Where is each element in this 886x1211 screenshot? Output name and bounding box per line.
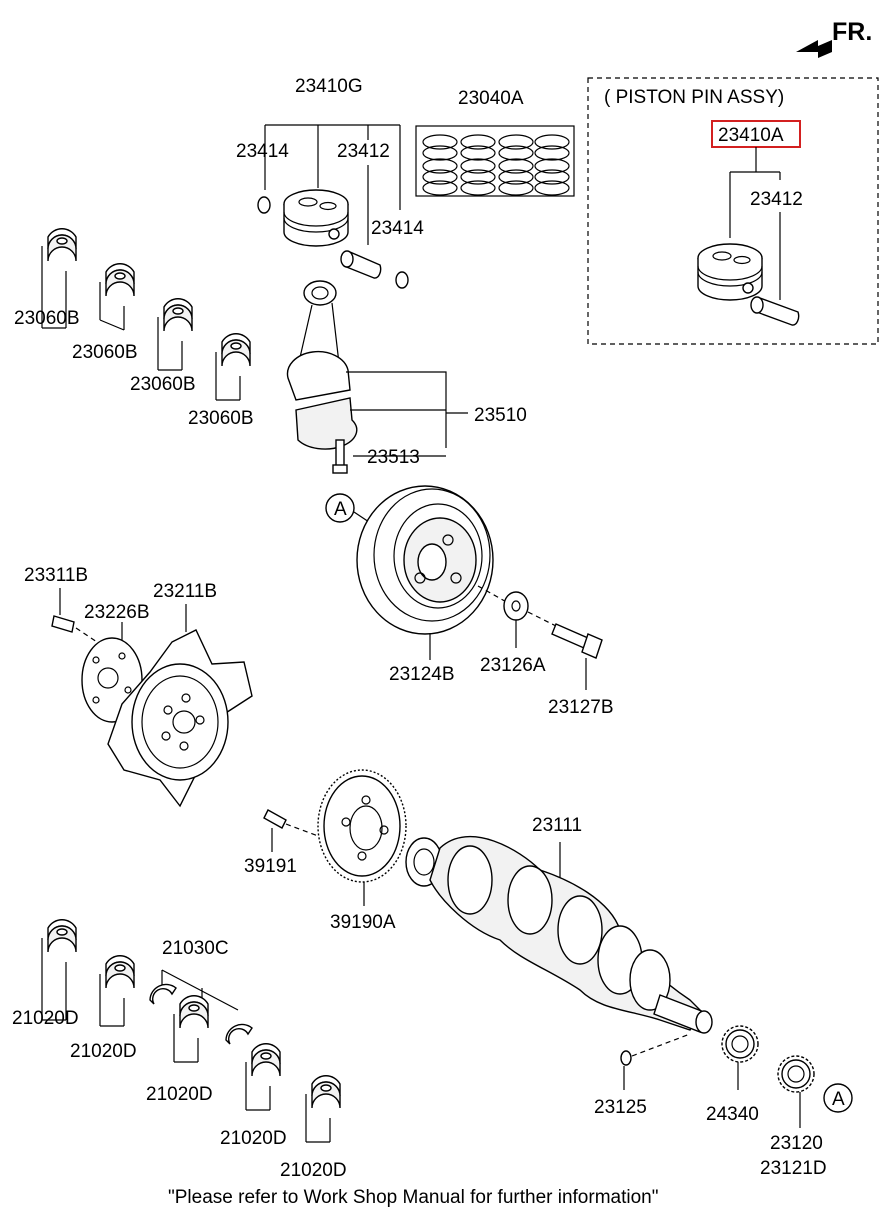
drive-plate-bolt-icon [51, 615, 75, 633]
part-label-23226B[interactable]: 23226B [84, 602, 150, 623]
piston-pin-assy-title: ( PISTON PIN ASSY) [604, 87, 784, 108]
footer-note: "Please refer to Work Shop Manual for fu… [168, 1187, 658, 1208]
piston-ring-set-box [415, 125, 575, 197]
part-label-21020D-4[interactable]: 21020D [220, 1128, 287, 1149]
piston-pin-icon [340, 250, 382, 279]
piston-icon [283, 189, 349, 247]
callout-a-label-2: A [832, 1089, 845, 1110]
piston-pin-assy-box [587, 77, 879, 345]
part-label-24340[interactable]: 24340 [706, 1104, 759, 1125]
ring-gear-bolt-icon [263, 809, 287, 829]
pulley-bolt-icon [551, 623, 603, 659]
part-label-23124B[interactable]: 23124B [389, 664, 455, 685]
crankshaft-sprocket-icon [721, 1025, 759, 1063]
part-label-23211B[interactable]: 23211B [153, 581, 217, 602]
timing-sprocket-icon [777, 1055, 815, 1093]
front-direction-label: FR. [832, 18, 872, 46]
snap-ring-left-icon [257, 196, 271, 214]
rod-bolt-icon [332, 439, 348, 474]
part-label-23060B-2[interactable]: 23060B [72, 342, 138, 363]
part-label-23510[interactable]: 23510 [474, 405, 527, 426]
part-label-23410A[interactable]: 23410A [718, 125, 784, 146]
part-label-23060B-3[interactable]: 23060B [130, 374, 196, 395]
part-label-23410G[interactable]: 23410G [295, 76, 363, 97]
part-label-23125[interactable]: 23125 [594, 1097, 647, 1118]
part-label-23127B[interactable]: 23127B [548, 697, 614, 718]
ring-gear-icon [317, 769, 407, 883]
connecting-rod-icon [286, 280, 358, 450]
part-label-21020D-1[interactable]: 21020D [12, 1008, 79, 1029]
drive-plate-icon [107, 629, 253, 808]
piston-assy-icon [697, 243, 800, 326]
pulley-washer-icon [503, 591, 529, 621]
piston-ring-set-icon [422, 134, 570, 196]
part-label-39191[interactable]: 39191 [244, 856, 297, 877]
callout-a-circle-1 [325, 493, 355, 523]
part-label-21020D-5[interactable]: 21020D [280, 1160, 347, 1181]
snap-ring-right-icon [395, 271, 409, 289]
woodruff-key-icon [620, 1050, 632, 1066]
part-label-23412-b[interactable]: 23412 [750, 189, 803, 210]
part-label-39190A[interactable]: 39190A [330, 912, 396, 933]
part-label-23126A[interactable]: 23126A [480, 655, 546, 676]
part-label-21020D-3[interactable]: 21020D [146, 1084, 213, 1105]
part-label-23412-a[interactable]: 23412 [337, 141, 390, 162]
callout-a-label-1: A [334, 499, 347, 520]
part-label-23040A[interactable]: 23040A [458, 88, 524, 109]
crankshaft-pulley-icon [356, 485, 494, 635]
front-direction-arrow-icon [796, 40, 832, 58]
part-label-23414-b[interactable]: 23414 [371, 218, 424, 239]
part-label-23121D[interactable]: 23121D [760, 1158, 827, 1179]
callout-a-circle-2 [823, 1083, 853, 1113]
part-label-21030C[interactable]: 21030C [162, 938, 229, 959]
part-label-23111[interactable]: 23111 [532, 815, 582, 836]
part-label-23414-a[interactable]: 23414 [236, 141, 289, 162]
part-label-23060B-4[interactable]: 23060B [188, 408, 254, 429]
crankshaft-icon [405, 836, 713, 1034]
part-label-23120[interactable]: 23120 [770, 1133, 823, 1154]
part-label-23311B[interactable]: 23311B [24, 565, 88, 586]
part-label-21020D-2[interactable]: 21020D [70, 1041, 137, 1062]
thrust-washer-icon [149, 983, 253, 1045]
part-label-23060B-1[interactable]: 23060B [14, 308, 80, 329]
part-label-23513[interactable]: 23513 [367, 447, 420, 468]
